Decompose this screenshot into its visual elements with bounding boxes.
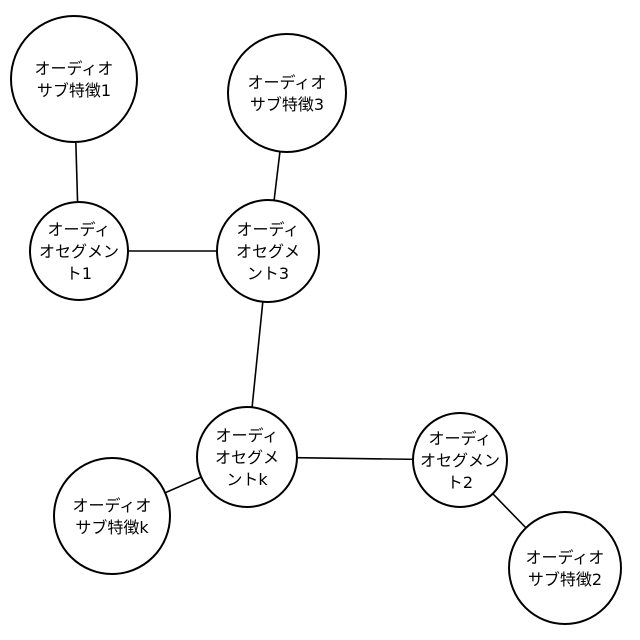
node-label-seg2-1: オセグメン <box>420 451 500 470</box>
node-label-sub2-1: サブ特徴2 <box>528 570 602 589</box>
node-label-sub1-0: オーディオ <box>35 59 114 78</box>
node-circle-sub3 <box>228 34 346 152</box>
node-label-seg3-1: オセグメ <box>236 242 300 261</box>
node-subk: オーディオサブ特徴k <box>54 458 170 574</box>
node-seg3: オーディオセグメント3 <box>217 200 319 302</box>
node-sub2: オーディオサブ特徴2 <box>509 512 621 624</box>
node-circle-sub1 <box>11 16 137 142</box>
node-circle-sub2 <box>509 512 621 624</box>
node-sub1: オーディオサブ特徴1 <box>11 16 137 142</box>
node-seg1: オーディオセグメント1 <box>30 202 128 300</box>
node-label-seg3-0: オーディ <box>237 220 300 239</box>
node-label-seg3-2: ント3 <box>247 264 289 283</box>
node-label-subk-1: サブ特徴k <box>75 518 149 537</box>
node-label-seg2-0: オーディ <box>429 429 492 448</box>
node-label-subk-0: オーディオ <box>73 496 152 515</box>
node-label-seg2-2: ト2 <box>447 473 473 492</box>
node-segk: オーディオセグメントk <box>197 407 297 507</box>
node-label-segk-2: ントk <box>226 470 268 489</box>
node-label-sub3-0: オーディオ <box>248 73 327 92</box>
node-label-segk-0: オーディ <box>216 426 279 445</box>
node-label-sub3-1: サブ特徴3 <box>250 95 324 114</box>
node-label-sub1-1: サブ特徴1 <box>37 81 111 100</box>
node-label-sub2-0: オーディオ <box>526 548 605 567</box>
node-label-seg1-0: オーディ <box>48 220 111 239</box>
node-circle-subk <box>54 458 170 574</box>
node-label-seg1-1: オセグメン <box>39 242 119 261</box>
node-seg2: オーディオセグメント2 <box>413 413 507 507</box>
node-label-seg1-2: ト1 <box>66 264 92 283</box>
node-sub3: オーディオサブ特徴3 <box>228 34 346 152</box>
node-label-segk-1: オセグメ <box>215 448 279 467</box>
nodes: オーディオサブ特徴1オーディオサブ特徴3オーディオセグメント1オーディオセグメン… <box>11 16 621 624</box>
